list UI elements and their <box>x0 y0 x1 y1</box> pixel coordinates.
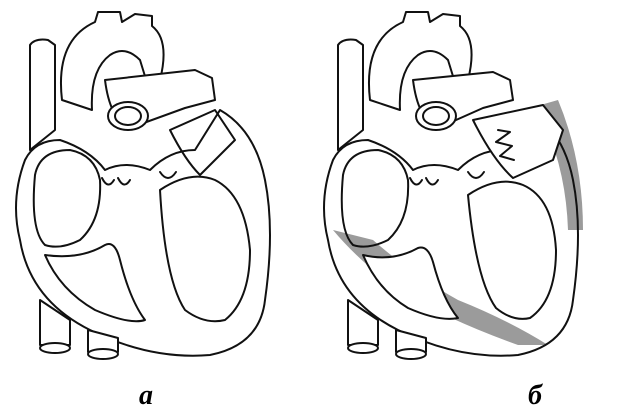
heart-diagram-a <box>10 0 310 375</box>
tricuspid-valve <box>410 178 438 185</box>
superior-vena-cava <box>338 40 363 150</box>
panel-label-a: а <box>126 380 166 412</box>
heart-diagram-b <box>318 0 618 375</box>
heart-illustration-b <box>318 0 618 375</box>
right-ventricle-inner <box>363 248 458 319</box>
left-atrium-enlarged <box>473 105 563 178</box>
mitral-valve <box>468 172 484 178</box>
superior-vena-cava <box>30 40 55 150</box>
heart-illustration-a <box>10 0 310 375</box>
right-atrium <box>342 150 408 247</box>
panel-label-b: б <box>515 380 555 412</box>
left-ventricle-inner <box>468 182 556 319</box>
